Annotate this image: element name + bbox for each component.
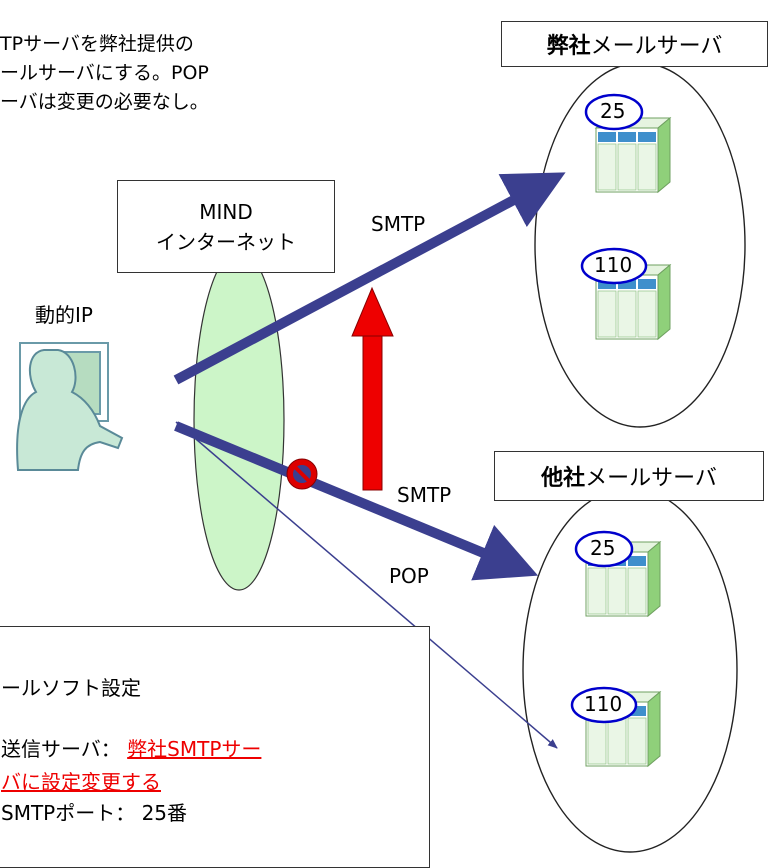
smtp-label-mid: SMTP bbox=[397, 483, 452, 507]
smtp-arrow-other bbox=[174, 421, 539, 581]
redirect-arrow bbox=[351, 286, 394, 491]
mind-line-2: インターネット bbox=[156, 229, 296, 254]
settings-box: ールソフト設定 送信サーバ： 弊社SMTPサー バに設定変更する SMTPポート… bbox=[0, 626, 430, 868]
settings-heading: ールソフト設定 bbox=[1, 676, 141, 700]
client-pc-icon bbox=[16, 342, 124, 471]
settings-port-line: SMTPポート： 25番 bbox=[1, 801, 188, 825]
intro-line-3: ーバは変更の必要なし。 bbox=[0, 91, 209, 113]
smtp-arrow-own bbox=[173, 172, 566, 385]
own-server-title-bold: 弊社 bbox=[546, 34, 591, 59]
intro-line-2: ールサーバにする。POP bbox=[0, 62, 209, 84]
settings-send-line: 送信サーバ： 弊社SMTPサー bbox=[1, 739, 261, 759]
other-server-title: 他社メールサーバ bbox=[494, 451, 764, 501]
smtp-label-top: SMTP bbox=[371, 212, 426, 236]
other-port-110-badge bbox=[570, 686, 638, 724]
other-server-title-rest: メールサーバ bbox=[585, 466, 717, 491]
own-port-110-badge bbox=[580, 247, 648, 285]
other-port-25-badge bbox=[574, 530, 634, 568]
other-server-title-bold: 他社 bbox=[541, 466, 586, 491]
own-server-title-rest: メールサーバ bbox=[590, 34, 723, 59]
own-port-25-text: 25 bbox=[600, 99, 626, 123]
client-label: 動的IP bbox=[35, 303, 93, 327]
other-port-25-text: 25 bbox=[590, 536, 616, 560]
own-port-25-badge bbox=[584, 93, 644, 131]
mind-line-1: MIND bbox=[199, 199, 253, 224]
pop-arrow bbox=[175, 421, 558, 749]
blocked-icon bbox=[286, 458, 318, 490]
own-port-110-text: 110 bbox=[594, 253, 633, 277]
settings-send-label: 送信サーバ： bbox=[1, 737, 121, 761]
intro-line-1: TPサーバを弊社提供の bbox=[0, 33, 194, 55]
own-server-title: 弊社メールサーバ bbox=[501, 21, 768, 67]
mind-internet-box: MIND インターネット bbox=[117, 180, 335, 273]
internet-cloud bbox=[193, 249, 285, 591]
settings-send-value-b: バに設定変更する bbox=[1, 770, 161, 794]
settings-send-value-a: 弊社SMTPサー bbox=[127, 737, 262, 761]
pop-label: POP bbox=[389, 564, 429, 588]
other-port-110-text: 110 bbox=[584, 692, 623, 716]
